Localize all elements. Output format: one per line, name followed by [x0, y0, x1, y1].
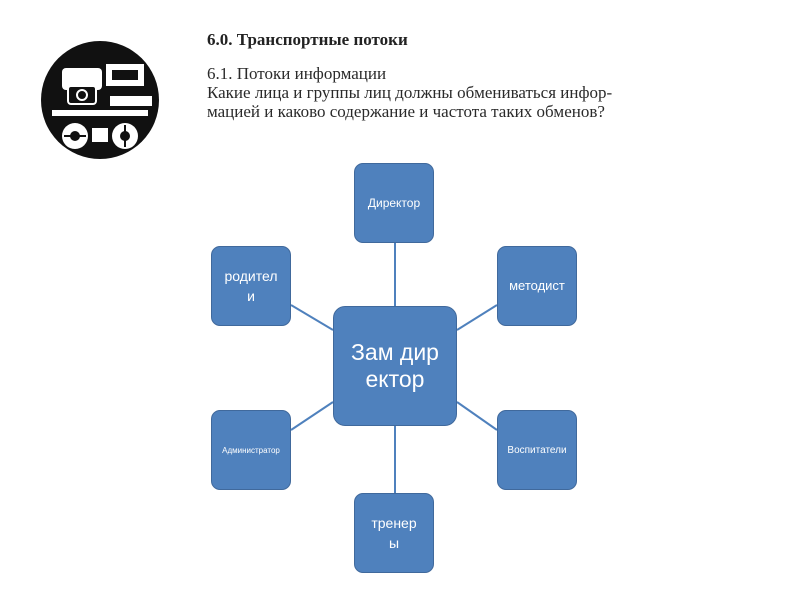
- node-parents: родители: [211, 246, 291, 326]
- connector-left-bottom: [290, 401, 334, 431]
- subtitle-line: Какие лица и группы лиц должны обмениват…: [207, 83, 613, 102]
- node-deputy-director: Зам директор: [333, 306, 457, 426]
- communication-emblem-icon: [41, 41, 159, 159]
- connector-left-top: [290, 304, 334, 331]
- connector-right-bottom: [456, 401, 498, 431]
- section-subtitle: 6.1. Потоки информации Какие лица и груп…: [207, 64, 707, 121]
- section-title: 6.0. Транспортные потоки: [207, 30, 408, 49]
- connector-right-top: [456, 304, 498, 331]
- node-methodist: методист: [497, 246, 577, 326]
- subtitle-line: мацией и каково содержание и частота так…: [207, 102, 605, 121]
- node-director: Директор: [354, 163, 434, 243]
- node-coaches: тренеры: [354, 493, 434, 573]
- node-educators: Воспитатели: [497, 410, 577, 490]
- subtitle-line: 6.1. Потоки информации: [207, 64, 387, 83]
- node-administrator: Администратор: [211, 410, 291, 490]
